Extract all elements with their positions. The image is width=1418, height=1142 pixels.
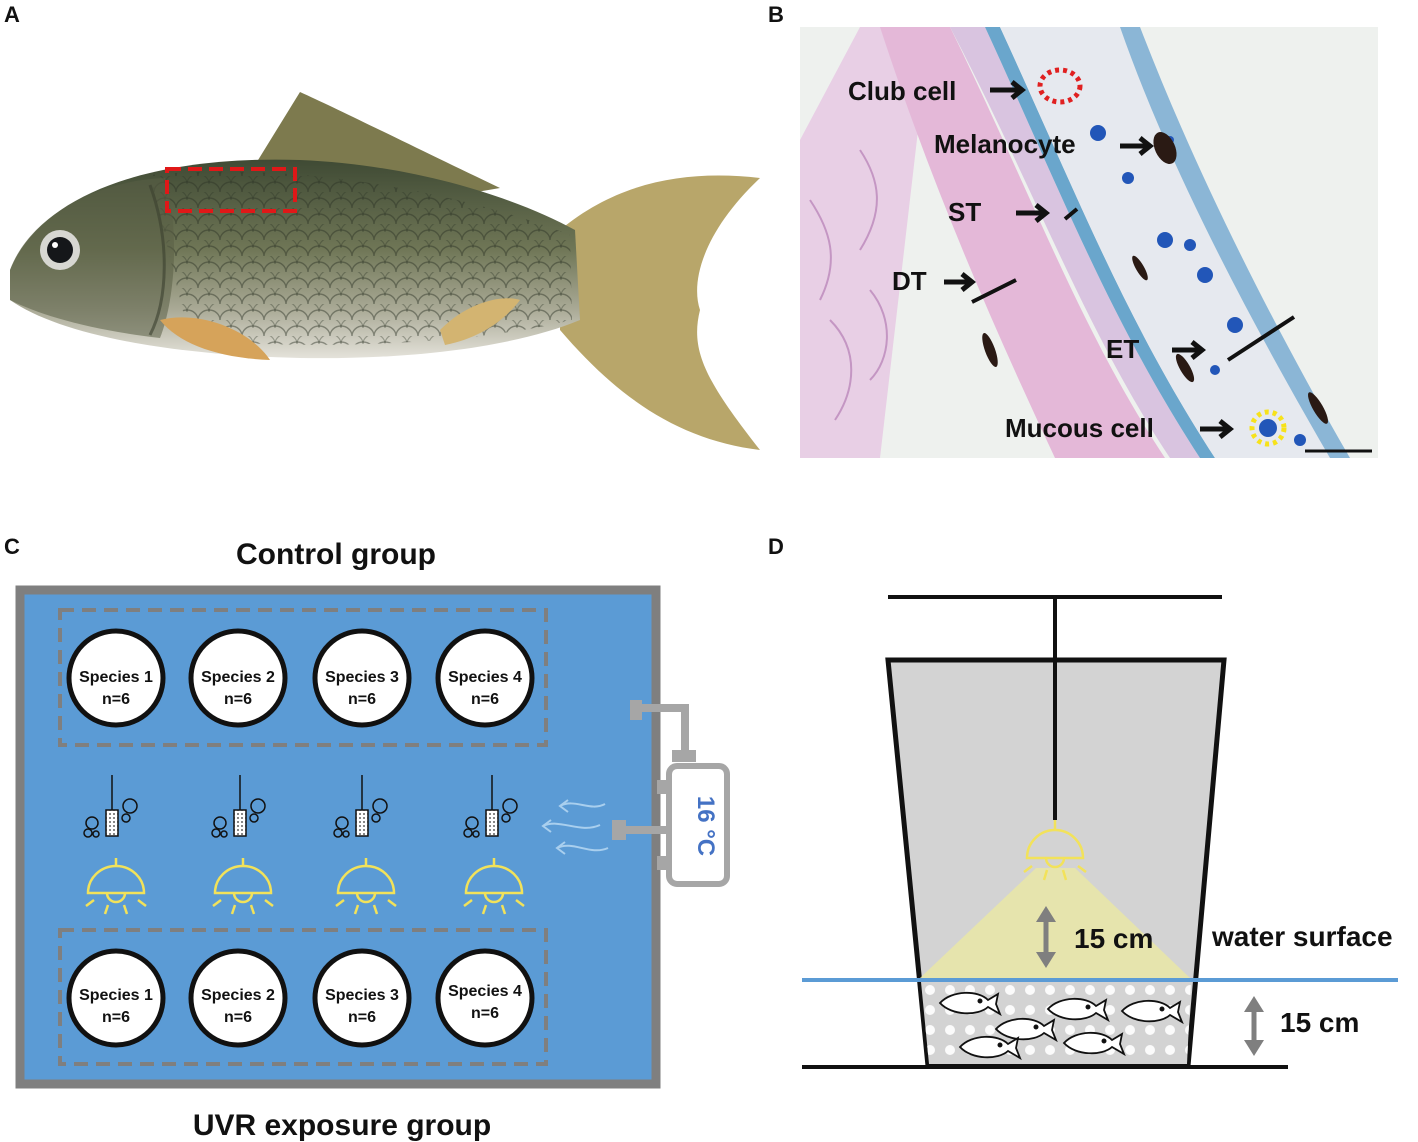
label-club-cell: Club cell — [848, 76, 956, 106]
et-thickness-bar — [1226, 315, 1296, 362]
temperature-controller: 16 °C — [612, 700, 730, 887]
fish-icon — [994, 1017, 1058, 1043]
control-tank-1: Species 1 n=6 — [66, 628, 166, 728]
uvr-tank-2: Species 2 n=6 — [188, 948, 288, 1048]
histology-micrograph — [800, 27, 1378, 458]
fish-icon — [1120, 999, 1184, 1025]
svg-text:n=6: n=6 — [348, 1009, 376, 1026]
svg-text:n=6: n=6 — [471, 691, 499, 708]
control-tank-3: Species 3 n=6 — [312, 628, 412, 728]
panel-d-letter: D — [768, 534, 784, 559]
arrow-et — [1172, 340, 1207, 360]
fish-head — [10, 178, 175, 338]
pelvic-fin — [160, 317, 270, 360]
svg-text:Species 1: Species 1 — [79, 987, 153, 1004]
dt-thickness-bar — [971, 278, 1017, 304]
water-surface-label: water surface — [1211, 921, 1393, 952]
fish-icon — [938, 991, 1002, 1017]
arrow-st — [1016, 203, 1051, 223]
st-thickness-bar — [1063, 207, 1079, 221]
svg-text:Species 1: Species 1 — [79, 669, 153, 686]
light-cone — [920, 868, 1190, 978]
melanocytes — [982, 132, 1328, 424]
arrow-dt — [944, 272, 977, 292]
label-melanocyte: Melanocyte — [934, 129, 1076, 159]
fish-icons — [938, 991, 1184, 1061]
svg-text:n=6: n=6 — [224, 691, 252, 708]
lamp-icon — [1023, 820, 1087, 881]
svg-text:n=6: n=6 — [471, 1005, 499, 1022]
svg-text:n=6: n=6 — [102, 1009, 130, 1026]
panel-c-letter: C — [4, 534, 20, 559]
tail-fin — [560, 175, 760, 451]
lamp-distance-label: 15 cm — [1074, 923, 1153, 954]
dermis-band — [880, 27, 1165, 458]
uv-lamp-3 — [335, 858, 397, 915]
uv-lamp-1 — [85, 858, 147, 915]
fish-photo — [10, 92, 760, 451]
temperature-label: 16 °C — [692, 796, 719, 856]
svg-text:Species 4: Species 4 — [448, 983, 522, 1000]
water-depth-arrow — [1244, 996, 1264, 1056]
control-tank-4: Species 4 n=6 — [435, 628, 535, 728]
svg-text:Species 2: Species 2 — [201, 669, 275, 686]
panel-b-letter: B — [768, 2, 784, 27]
uvr-tank-3: Species 3 n=6 — [312, 948, 412, 1048]
label-mucous-cell: Mucous cell — [1005, 413, 1154, 443]
control-group-title: Control group — [236, 538, 436, 571]
uv-lamp-2 — [212, 858, 274, 915]
sampling-region-box — [165, 167, 297, 213]
fish-icon — [958, 1035, 1022, 1061]
uv-lamp-4 — [463, 858, 525, 915]
air-stone-2 — [211, 775, 266, 838]
fish-icon — [1046, 997, 1110, 1023]
label-et: ET — [1106, 334, 1139, 364]
air-stone-3 — [333, 775, 388, 838]
air-stone-1 — [83, 775, 138, 838]
experimental-tank: Species 1 n=6 Species 2 n=6 Species 3 n=… — [15, 585, 730, 1089]
uvr-tank-1: Species 1 n=6 — [66, 948, 166, 1048]
air-stone-4 — [463, 775, 518, 838]
club-cell-marker — [1037, 67, 1083, 105]
svg-text:Species 2: Species 2 — [201, 987, 275, 1004]
uvr-tank-4: Species 4 n=6 — [435, 948, 535, 1048]
panel-a-letter: A — [4, 2, 20, 27]
label-dt: DT — [892, 266, 927, 296]
control-tank-2: Species 2 n=6 — [188, 628, 288, 728]
water-depth-label: 15 cm — [1280, 1007, 1359, 1038]
svg-text:Species 3: Species 3 — [325, 669, 399, 686]
fish-icon — [1062, 1031, 1126, 1057]
lamp-distance-arrow — [1036, 906, 1056, 968]
svg-text:n=6: n=6 — [102, 691, 130, 708]
uvr-group-title: UVR exposure group — [193, 1109, 491, 1142]
arrow-melanocyte — [1120, 136, 1155, 156]
mucous-cells — [1090, 125, 1306, 446]
label-st: ST — [948, 197, 981, 227]
histology-labels: Club cell Melanocyte ST DT ET Mucous cel… — [848, 76, 1235, 443]
control-group-box — [58, 608, 548, 747]
svg-text:Species 3: Species 3 — [325, 987, 399, 1004]
water-flow-icon — [541, 799, 609, 855]
svg-text:Species 4: Species 4 — [448, 669, 522, 686]
arrow-club-cell — [990, 80, 1027, 100]
arrow-mucous-cell — [1200, 419, 1235, 439]
uvr-group-box — [58, 928, 548, 1066]
anal-fin — [440, 298, 520, 345]
mucous-cell-marker — [1249, 409, 1287, 447]
svg-text:n=6: n=6 — [224, 1009, 252, 1026]
svg-text:n=6: n=6 — [348, 691, 376, 708]
exposure-setup: 15 cm water surface 15 cm — [802, 595, 1398, 1069]
fish-scales — [150, 171, 572, 345]
